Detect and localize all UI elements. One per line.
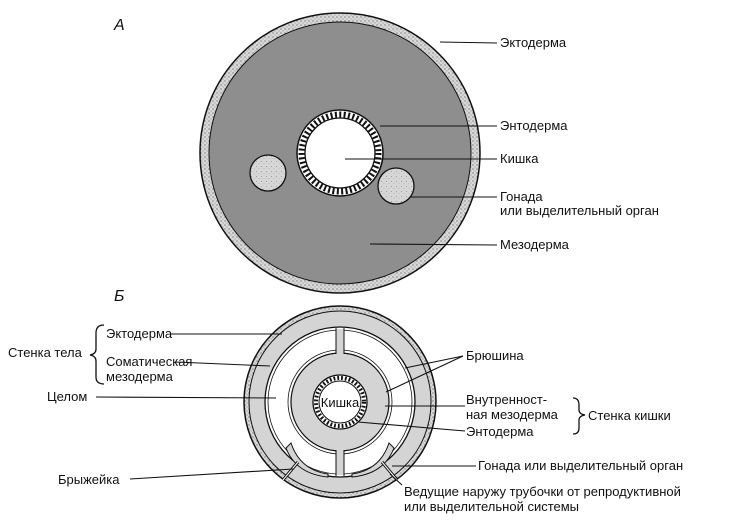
- label-visceral-line2: ная мезодерма: [466, 407, 559, 422]
- label-ducts-line1: Ведущие наружу трубочки от репродуктивно…: [404, 484, 681, 499]
- label-endoderm-a: Энтодерма: [500, 118, 568, 133]
- label-peritoneum: Брюшина: [466, 348, 524, 363]
- endoderm-cells-b: [314, 376, 366, 428]
- label-somatic-line1: Соматическая: [106, 354, 192, 369]
- gonad-left: [249, 154, 287, 192]
- ventral-mesentery: [336, 450, 344, 475]
- label-gonad-a-line2: или выделительный орган: [500, 203, 659, 218]
- leader-mesentery-b: [129, 468, 294, 480]
- duct-right-lumen: [381, 461, 398, 481]
- gonad-left-b: [285, 442, 329, 478]
- label-gonad-b: Гонада или выделительный орган: [478, 458, 683, 473]
- gut-lumen-b: [318, 380, 362, 424]
- label-visceral-line1: Внутренност-: [466, 392, 547, 407]
- figure-a-letter: А: [113, 17, 125, 34]
- figure-b: Б Кишка: [8, 288, 683, 514]
- figure-b-letter: Б: [114, 288, 124, 305]
- gonad-right-b: [351, 442, 395, 478]
- label-mesentery: Брыжейка: [58, 472, 120, 487]
- label-mesoderm-a: Мезодерма: [500, 237, 570, 252]
- leader-somatic-b: [174, 361, 271, 367]
- figure-a: А Эктодерма Энтодерма Кишка Гонада или в…: [113, 12, 659, 294]
- gut-lumen: [304, 117, 376, 189]
- label-ducts-line2: или выделительной системы: [404, 499, 579, 514]
- leader-ducts-b: [389, 473, 403, 486]
- label-gut-wall: Стенка кишки: [588, 408, 671, 423]
- label-somatic-line2: мезодерма: [106, 369, 174, 384]
- leader-coelom-b: [95, 396, 277, 399]
- label-body-wall: Стенка тела: [8, 345, 83, 360]
- gut-wall-brace: [572, 397, 586, 435]
- leader-peritoneum-1: [404, 355, 464, 369]
- duct-left-lumen: [282, 461, 299, 481]
- label-coelom: Целом: [47, 389, 87, 404]
- leader-ectoderm-a: [439, 41, 498, 44]
- label-ectoderm-a: Эктодерма: [500, 35, 567, 50]
- label-gonad-a-line1: Гонада: [500, 189, 543, 204]
- leader-endoderm-b: [357, 421, 466, 432]
- label-gut-b: Кишка: [321, 395, 360, 410]
- label-ectoderm-b: Эктодерма: [106, 326, 173, 341]
- leader-peritoneum-2: [385, 355, 464, 393]
- dorsal-mesentery: [336, 329, 344, 354]
- endoderm-cells: [298, 111, 382, 195]
- gonad-right: [377, 167, 415, 205]
- label-endoderm-b: Энтодерма: [466, 424, 534, 439]
- body-wall-brace: [89, 324, 105, 385]
- leader-mesoderm-a: [369, 243, 498, 246]
- label-gut-a: Кишка: [500, 151, 539, 166]
